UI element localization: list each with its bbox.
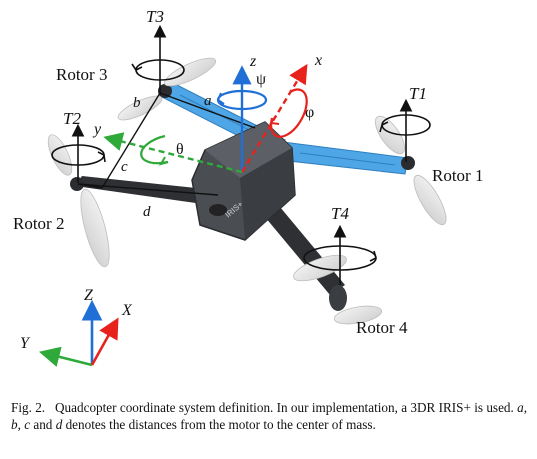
body-y-label: y bbox=[94, 121, 102, 138]
distance-b-label: b bbox=[133, 95, 141, 111]
world-y-label: Y bbox=[20, 335, 29, 352]
roll-arc bbox=[270, 88, 308, 138]
rotor-2-label: Rotor 2 bbox=[13, 214, 65, 233]
distance-c-label: c bbox=[121, 159, 128, 175]
body-z-label: z bbox=[250, 53, 257, 70]
caption-var-c: c bbox=[24, 417, 31, 432]
caption-sep-2: , bbox=[17, 417, 25, 432]
caption-sep-3: and bbox=[30, 417, 56, 432]
figure-caption: Fig. 2. Quadcopter coordinate system def… bbox=[11, 399, 527, 433]
y-axis-arrow bbox=[103, 132, 243, 174]
thrust-t3-label: T3 bbox=[146, 7, 164, 26]
quadcopter-drawing: IRIS+ bbox=[38, 24, 447, 367]
caption-text: Quadcopter coordinate system definition.… bbox=[55, 400, 514, 415]
motors bbox=[70, 84, 415, 311]
thrust-t1-label: T1 bbox=[409, 84, 427, 103]
caption-tail: denotes the distances from the motor to … bbox=[62, 417, 376, 432]
caption-sep-1: , bbox=[523, 400, 528, 415]
world-x-arrow bbox=[90, 317, 119, 366]
distance-lines bbox=[77, 92, 256, 196]
world-axes bbox=[38, 299, 119, 367]
thrust-t4-label: T4 bbox=[331, 204, 349, 223]
propellers bbox=[47, 57, 447, 325]
quadcopter-figure: IRIS+ bbox=[13, 7, 484, 367]
yaw-angle-label: ψ bbox=[256, 71, 267, 88]
roll-angle-label: φ bbox=[305, 104, 315, 121]
rotor-1-label: Rotor 1 bbox=[432, 166, 484, 185]
world-z-label: Z bbox=[84, 287, 93, 304]
thrust-t2-label: T2 bbox=[63, 109, 81, 128]
drone-body: IRIS+ bbox=[191, 121, 296, 241]
body-x-label: x bbox=[315, 52, 323, 69]
pitch-angle-label: θ bbox=[176, 141, 184, 158]
rotor-4-label: Rotor 4 bbox=[356, 318, 408, 337]
world-x-label: X bbox=[122, 302, 132, 319]
caption-label: Fig. 2. bbox=[11, 400, 46, 415]
caption-var-d: d bbox=[55, 417, 63, 432]
world-y-arrow bbox=[38, 346, 93, 367]
pitch-arc bbox=[140, 134, 169, 165]
rotor-3-label: Rotor 3 bbox=[56, 65, 108, 84]
thrust-indicators bbox=[51, 24, 431, 285]
distance-d-label: d bbox=[143, 204, 151, 220]
caption-var-b: b bbox=[11, 417, 18, 432]
caption-var-a: a bbox=[517, 400, 524, 415]
body-axes bbox=[103, 63, 308, 174]
distance-a-label: a bbox=[204, 93, 212, 109]
